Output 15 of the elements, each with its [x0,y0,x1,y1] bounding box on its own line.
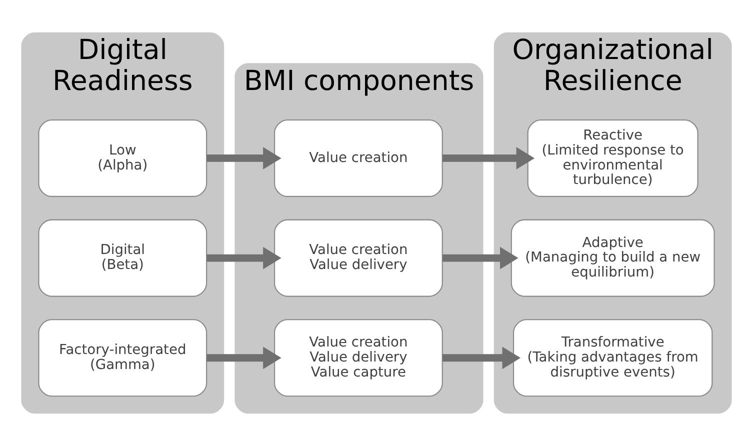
arrow [442,246,518,269]
node-box: Transformative (Taking advantages from disruptive events) [512,318,712,396]
arrow [206,146,281,169]
node-box: Digital (Beta) [38,218,207,296]
node-box: Low (Alpha) [38,118,207,196]
node-box: Value creation Value delivery Value capture [274,318,442,396]
node-box: Value creation Value delivery [274,218,442,296]
node-box: Factory-integrated (Gamma) [38,318,207,396]
arrow [206,246,281,269]
arrow [442,346,520,369]
arrow [206,346,281,369]
node-box: Value creation [274,118,442,196]
node-box: Reactive (Limited response to environmental turbulence) [526,118,698,196]
arrow [442,146,534,169]
node-box: Adaptive (Managing to build a new equilibrium) [510,218,714,296]
